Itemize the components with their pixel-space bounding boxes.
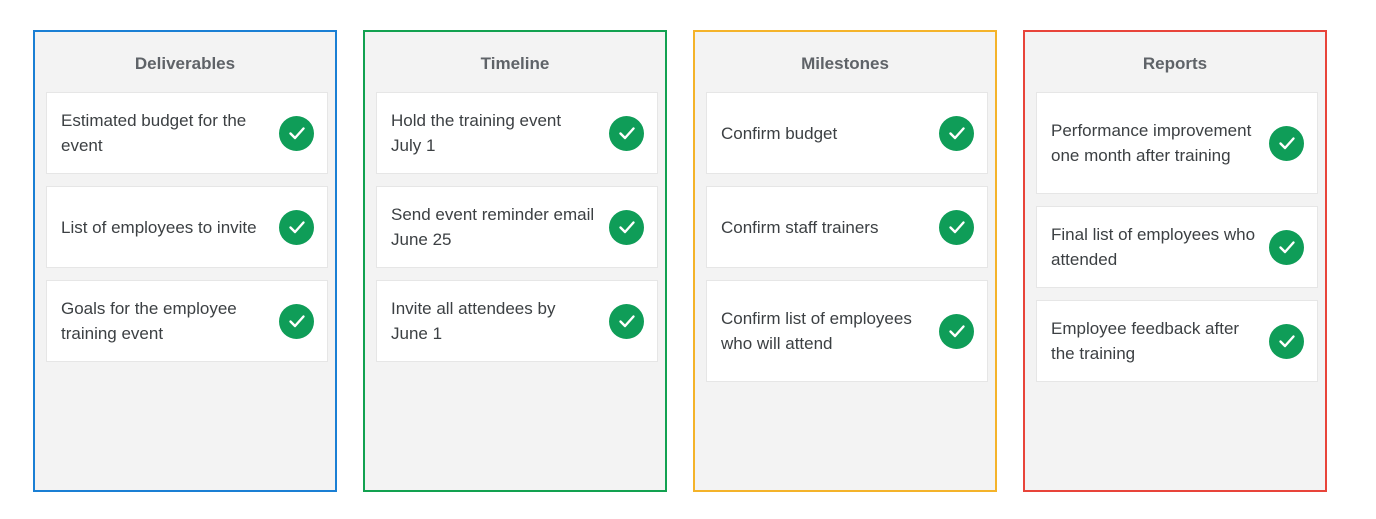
column-title: Timeline (480, 54, 550, 73)
card-list: Performance improvement one month after … (1036, 92, 1318, 394)
column-title: Milestones (801, 54, 889, 73)
task-card[interactable]: List of employees to invite (46, 186, 328, 268)
checkmark-circle-icon[interactable] (939, 209, 974, 245)
task-text: Invite all attendees by June 1 (391, 299, 556, 343)
checkmark-circle-icon[interactable] (609, 209, 644, 245)
checkmark-circle-icon[interactable] (1269, 323, 1304, 359)
column-deliverables: Deliverables Estimated budget for the ev… (33, 30, 337, 492)
task-text: List of employees to invite (61, 217, 257, 237)
task-text: Confirm list of employees who will atten… (721, 309, 912, 353)
card-list: Confirm budget Confirm staff trainers Co… (706, 92, 988, 394)
task-card[interactable]: Final list of employees who attended (1036, 206, 1318, 288)
column-title: Reports (1142, 54, 1208, 73)
column-title: Deliverables (134, 54, 236, 73)
task-text: Hold the training event July 1 (391, 111, 562, 155)
task-card[interactable]: Employee feedback after the training (1036, 300, 1318, 382)
task-card[interactable]: Goals for the employee training event (46, 280, 328, 362)
card-list: Estimated budget for the event List of e… (46, 92, 328, 374)
checkmark-circle-icon[interactable] (279, 115, 314, 151)
checkmark-circle-icon[interactable] (609, 303, 644, 339)
column-reports: Reports Performance improvement one mont… (1023, 30, 1327, 492)
task-text: Estimated budget for the event (61, 111, 247, 155)
task-text: Performance improvement one month after … (1051, 121, 1252, 165)
checkmark-circle-icon[interactable] (939, 115, 974, 151)
task-text: Employee feedback after the training (1051, 319, 1240, 363)
task-card[interactable]: Confirm staff trainers (706, 186, 988, 268)
checkmark-circle-icon[interactable] (609, 115, 644, 151)
checkmark-circle-icon[interactable] (1269, 125, 1304, 161)
task-card[interactable]: Invite all attendees by June 1 (376, 280, 658, 362)
column-milestones: Milestones Confirm budget Confirm staff … (693, 30, 997, 492)
card-list: Hold the training event July 1 Send even… (376, 92, 658, 374)
task-card[interactable]: Hold the training event July 1 (376, 92, 658, 174)
task-text: Confirm budget (721, 123, 838, 143)
task-text: Goals for the employee training event (61, 299, 237, 343)
task-text: Final list of employees who attended (1051, 225, 1256, 269)
task-card[interactable]: Confirm list of employees who will atten… (706, 280, 988, 382)
task-text: Send event reminder email June 25 (391, 205, 595, 249)
task-text: Confirm staff trainers (721, 217, 879, 237)
checkmark-circle-icon[interactable] (1269, 229, 1304, 265)
checkmark-circle-icon[interactable] (279, 209, 314, 245)
checkmark-circle-icon[interactable] (939, 313, 974, 349)
checkmark-circle-icon[interactable] (279, 303, 314, 339)
task-card[interactable]: Performance improvement one month after … (1036, 92, 1318, 194)
column-timeline: Timeline Hold the training event July 1 … (363, 30, 667, 492)
task-card[interactable]: Confirm budget (706, 92, 988, 174)
task-card[interactable]: Estimated budget for the event (46, 92, 328, 174)
task-card[interactable]: Send event reminder email June 25 (376, 186, 658, 268)
